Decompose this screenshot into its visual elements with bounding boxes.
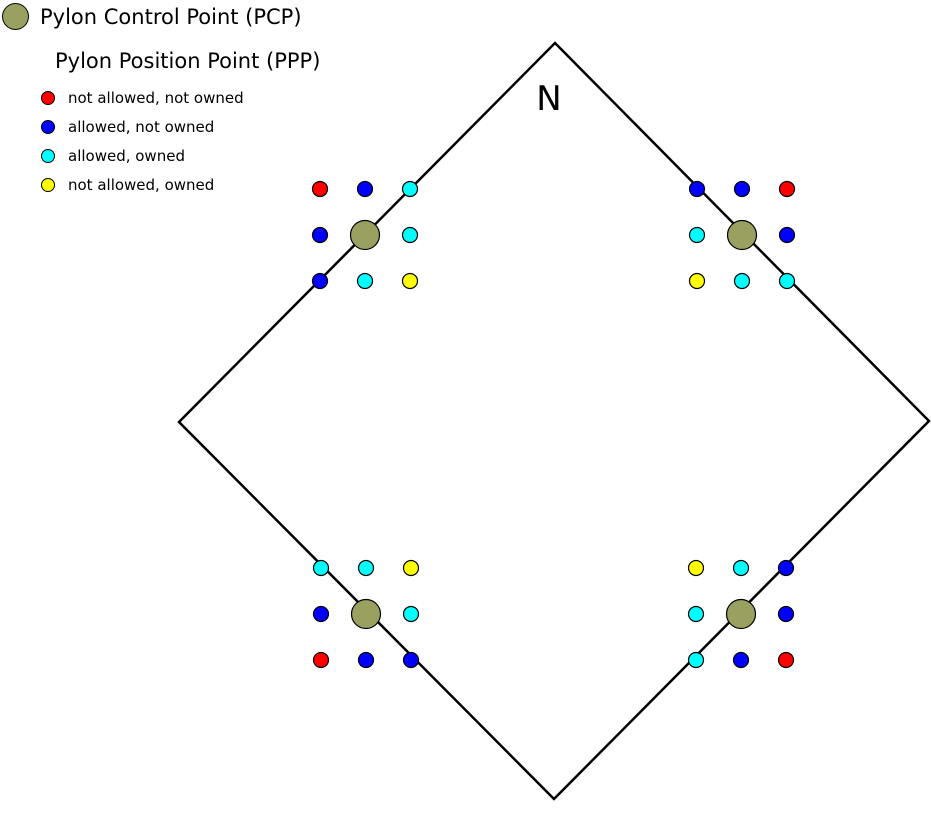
ppp-marker-blue — [356, 180, 374, 198]
ppp-marker-cyan — [778, 272, 796, 290]
legend-item-red: not allowed, not owned — [41, 83, 244, 112]
ppp-marker-red — [312, 651, 330, 669]
legend-item-label: not allowed, owned — [68, 175, 215, 194]
course-geometry — [177, 41, 931, 801]
ppp-marker-blue — [402, 651, 420, 669]
ppp-marker-cyan — [687, 651, 705, 669]
ppp-marker-yellow — [688, 272, 706, 290]
ppp-marker-cyan — [357, 559, 375, 577]
legend-item-cyan: allowed, owned — [41, 141, 244, 170]
ppp-marker-red — [311, 180, 329, 198]
ppp-marker-cyan — [687, 605, 705, 623]
legend-item-label: allowed, not owned — [68, 117, 215, 136]
course-diamond — [177, 41, 931, 801]
ppp-marker-blue — [312, 605, 330, 623]
ppp-marker-yellow — [401, 272, 419, 290]
legend-item-label: not allowed, not owned — [68, 88, 244, 107]
red-dot-icon — [41, 90, 55, 105]
cyan-dot-icon — [41, 148, 55, 163]
pylon-cluster-bottom-right — [687, 559, 795, 669]
legend-items: not allowed, not owned allowed, not owne… — [41, 83, 244, 199]
ppp-marker-red — [778, 180, 796, 198]
legend-item-blue: allowed, not owned — [41, 112, 244, 141]
ppp-marker-red — [777, 651, 795, 669]
yellow-dot-icon — [41, 177, 55, 192]
legend-pcp-label: Pylon Control Point (PCP) — [40, 4, 302, 29]
ppp-marker-cyan — [312, 559, 330, 577]
ppp-marker-cyan — [688, 226, 706, 244]
ppp-marker-blue — [777, 559, 795, 577]
pcp-marker — [725, 598, 757, 630]
ppp-marker-cyan — [401, 226, 419, 244]
north-label: N — [536, 79, 561, 119]
ppp-marker-blue — [778, 226, 796, 244]
pcp-marker — [726, 219, 758, 251]
ppp-marker-blue — [311, 272, 329, 290]
ppp-marker-cyan — [356, 272, 374, 290]
pcp-marker — [349, 219, 381, 251]
ppp-marker-blue — [688, 180, 706, 198]
ppp-marker-cyan — [402, 605, 420, 623]
pcp-marker — [350, 598, 382, 630]
ppp-marker-blue — [311, 226, 329, 244]
pcp-icon — [2, 3, 29, 30]
pylon-cluster-top-left — [311, 180, 419, 290]
ppp-marker-blue — [732, 651, 750, 669]
legend-item-label: allowed, owned — [68, 146, 185, 165]
ppp-marker-cyan — [401, 180, 419, 198]
legend-ppp-title: Pylon Position Point (PPP) — [55, 49, 321, 73]
ppp-marker-blue — [777, 605, 795, 623]
pylon-cluster-bottom-left — [312, 559, 420, 669]
legend-item-yellow: not allowed, owned — [41, 170, 244, 199]
legend-pcp-row: Pylon Control Point (PCP) — [2, 3, 302, 30]
ppp-marker-blue — [733, 180, 751, 198]
ppp-marker-cyan — [732, 559, 750, 577]
pylon-cluster-top-right — [688, 180, 796, 290]
ppp-marker-blue — [357, 651, 375, 669]
ppp-marker-yellow — [402, 559, 420, 577]
ppp-marker-cyan — [733, 272, 751, 290]
ppp-marker-yellow — [687, 559, 705, 577]
blue-dot-icon — [41, 119, 55, 134]
